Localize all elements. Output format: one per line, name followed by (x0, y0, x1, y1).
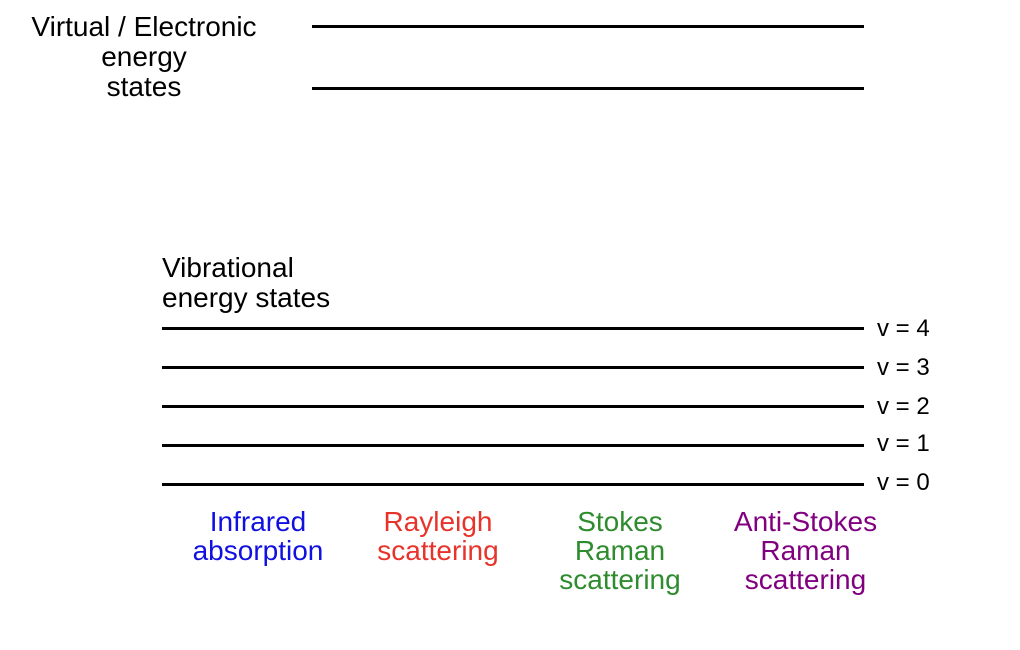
vibrational-level-label-3: v = 3 (877, 354, 930, 381)
vibrational-level-line-4 (162, 327, 864, 330)
vibrational-states-label-line-1: Vibrational (162, 252, 294, 283)
process-stokes-line-2: Raman (574, 535, 666, 566)
process-rayleigh-scattering: Rayleigh scattering (358, 507, 518, 565)
process-infrared-line-2: absorption (192, 535, 324, 566)
vibrational-level-line-2 (162, 405, 864, 408)
process-anti-stokes-raman-scattering: Anti-Stokes Raman scattering (713, 507, 898, 594)
vibrational-level-label-2: v = 2 (877, 393, 930, 420)
vibrational-states-label-line-2: energy states (162, 282, 331, 313)
process-anti-stokes-line-3: scattering (744, 564, 867, 595)
process-stokes-line-3: scattering (559, 564, 681, 595)
virtual-state-line-upper (312, 25, 864, 28)
virtual-states-label: Virtual / Electronic energy states (10, 12, 278, 102)
virtual-state-line-lower (312, 87, 864, 90)
process-rayleigh-line-1: Rayleigh (383, 506, 493, 537)
vibrational-level-label-4: v = 4 (877, 315, 930, 342)
vibrational-level-line-3 (162, 366, 864, 369)
virtual-states-label-line-1: Virtual / Electronic (31, 11, 257, 42)
vibrational-states-label: Vibrational energy states (162, 253, 330, 313)
process-anti-stokes-line-1: Anti-Stokes (733, 506, 878, 537)
process-infrared-absorption: Infrared absorption (170, 507, 346, 565)
process-rayleigh-line-2: scattering (377, 535, 499, 566)
process-stokes-raman-scattering: Stokes Raman scattering (540, 507, 700, 594)
virtual-states-label-line-2: energy (101, 41, 187, 72)
vibrational-level-label-0: v = 0 (877, 469, 930, 496)
process-stokes-line-1: Stokes (577, 506, 663, 537)
process-anti-stokes-line-2: Raman (760, 535, 851, 566)
process-infrared-line-1: Infrared (209, 506, 307, 537)
vibrational-level-label-1: v = 1 (877, 430, 930, 457)
vibrational-level-line-0 (162, 483, 864, 486)
virtual-states-label-line-3: states (106, 71, 182, 102)
vibrational-level-line-1 (162, 444, 864, 447)
